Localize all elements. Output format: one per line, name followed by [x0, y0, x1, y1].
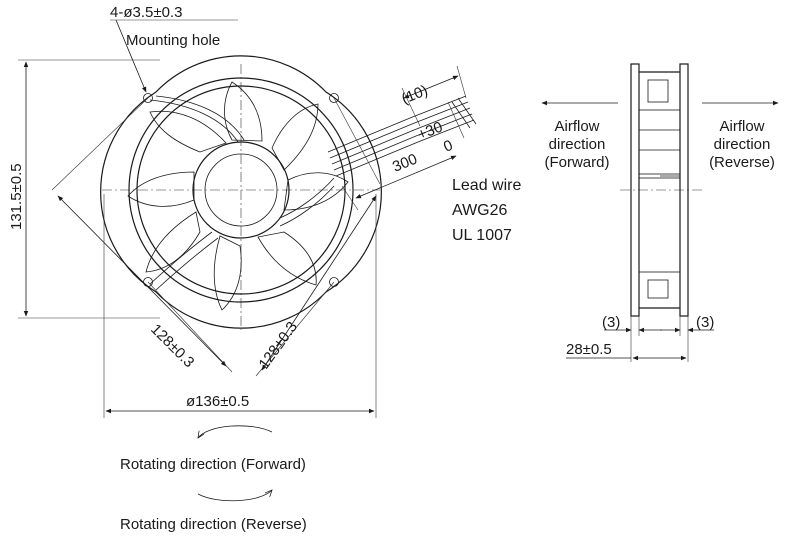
airflow-forward-line3: (Forward) [544, 154, 609, 171]
airflow-forward-line1: Airflow [554, 118, 599, 135]
flange-right-dim: (3) [696, 314, 714, 331]
flange-left-dim: (3) [602, 314, 620, 331]
airflow-reverse-line3: (Reverse) [709, 154, 775, 171]
depth-dim-label: 28±0.5 [566, 341, 612, 358]
lead-zero-label: 0 [441, 137, 455, 156]
airflow-forward-line2: direction [549, 136, 606, 153]
rotate-forward-arrow-icon [198, 425, 273, 438]
mounting-hole-top-right [329, 93, 339, 103]
mounting-hole-spec: 4-ø3.5±0.3 [110, 4, 182, 21]
rotation-arrows: Rotating direction (Forward) Rotating di… [120, 425, 307, 533]
fan-hub [192, 141, 290, 239]
diagonal-dimensions: 128±0.3 128±0.3 [51, 97, 381, 377]
diameter-dimension: ø136±0.5 [103, 194, 377, 418]
diameter-dimension-label: ø136±0.5 [186, 393, 249, 410]
side-view: Airflow direction (Forward) Airflow dire… [541, 63, 779, 362]
lead-wire-gauge: AWG26 [452, 202, 508, 219]
rotate-reverse-arrow-icon [197, 490, 272, 502]
airflow-reverse-line2: direction [714, 136, 771, 153]
mounting-hole-callout: 4-ø3.5±0.3 Mounting hole [110, 4, 238, 93]
height-dimension-label: 131.5±0.5 [8, 163, 25, 230]
lead-wire-standard: UL 1007 [452, 227, 512, 244]
airflow-reverse-line1: Airflow [719, 118, 764, 135]
lead-tolerance-label: (10) [399, 82, 430, 108]
diagonal-dimension-left: 128±0.3 [147, 321, 197, 371]
mounting-hole-label: Mounting hole [126, 32, 220, 49]
lead-length-label: 300 [390, 151, 420, 176]
rotating-forward-label: Rotating direction (Forward) [120, 456, 306, 473]
frame-struts [149, 95, 335, 291]
mounting-hole-top-left [143, 93, 153, 103]
rotating-reverse-label: Rotating direction (Reverse) [120, 516, 307, 533]
lead-wire-title: Lead wire [452, 177, 521, 194]
front-view: (10) +30 0 300 Lead wire AWG26 UL 1007 4… [8, 4, 521, 533]
